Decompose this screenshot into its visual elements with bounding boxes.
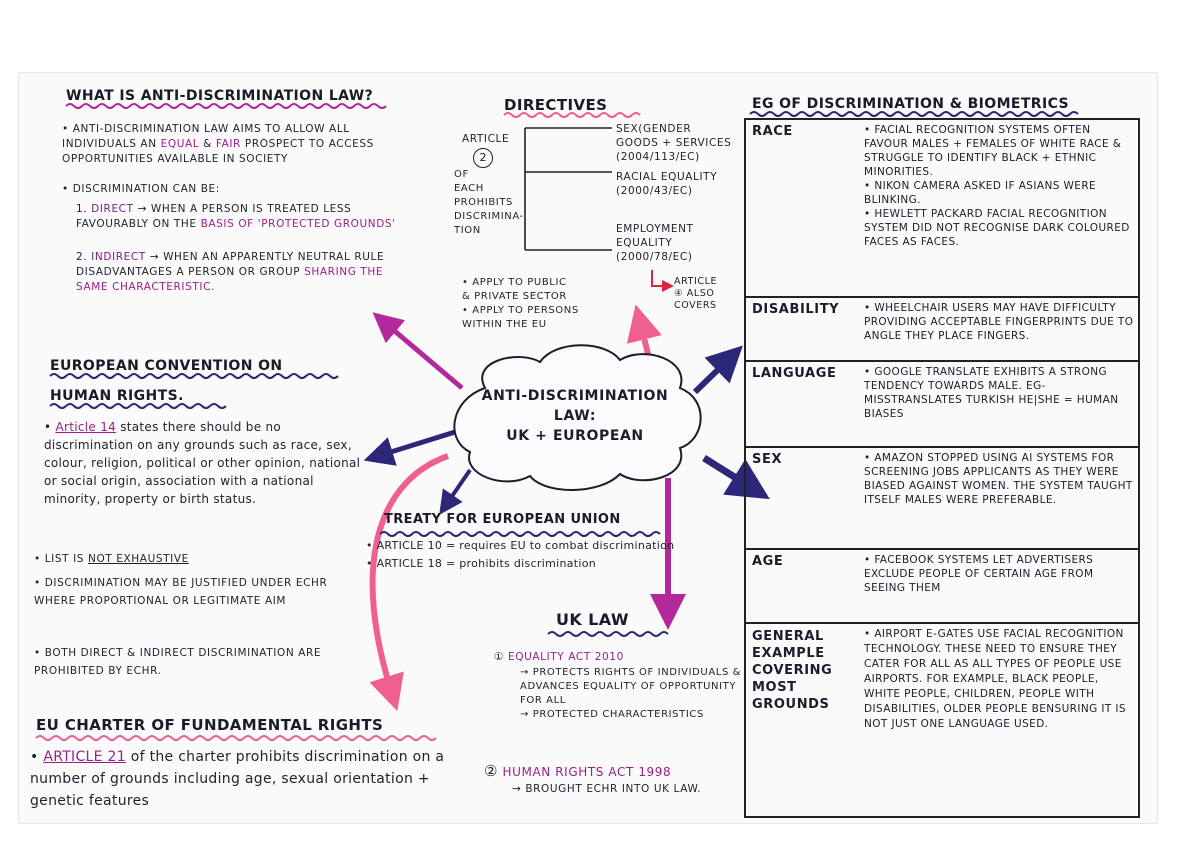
equality-act: ① EQUALITY ACT 2010 [494,650,764,665]
both-prohibited: • Both DIRECT & INDIRECT DISCRIMINATION … [34,647,322,677]
category-text: • WHEELCHAIR USERS MAY HAVE DIFFICULTY P… [864,302,1134,342]
treaty-title: TREATY FOR EUROPEAN UNION [384,512,621,527]
row-age: AGE • FACEBOOK SYSTEMS LET ADVERTISERS E… [744,548,1140,622]
direct-num: 1. [76,203,88,215]
directive-employment: EMPLOYMENT EQUALITY (2000/78/EC) [616,223,694,263]
treaty-article-18: • ARTICLE 18 = prohibits discrimination [366,557,597,570]
hra-text: → BROUGHT ECHR INTO UK LAW. [512,783,702,795]
biometrics-examples-table: RACE • FACIAL RECOGNITION SYSTEMS OFTEN … [744,118,1140,820]
article-number-circle: 2 [473,148,493,168]
directive-bracket [524,127,612,251]
definition-text-b: PROSPECT TO ACCESS OPPORTUNITIES AVAILAB… [62,138,374,165]
direct-discrimination: 1. DIRECT → WHEN A PERSON IS TREATED LES… [76,202,396,232]
category-text: • FACIAL RECOGNITION SYSTEMS OFTEN FAVOU… [864,124,1130,248]
category-text: • AIRPORT E-GATES USE FACIAL RECOGNITION… [864,628,1126,730]
category-text: • AMAZON STOPPED USING AI SYSTEMS FOR SC… [864,452,1133,506]
directives-title: DIRECTIVES [504,96,608,114]
indirect-text: → WHEN AN APPARENTLY NEUTRAL RULE DISADV… [76,251,385,278]
article-4-note: ARTICLE ④ ALSO COVERS [674,276,718,311]
both-prohibited-text: Both DIRECT & INDIRECT DISCRIMINATION AR… [34,647,322,677]
fair-word: FAIR [215,138,241,150]
sharing-characteristic: SHARING THE SAME CHARACTERISTIC. [76,266,384,293]
list-not-exhaustive: • LIST IS NOT EXHAUSTIVE [34,553,189,565]
article-14-text: states there should be no discrimination… [44,420,361,506]
category-text: • FACEBOOK SYSTEMS LET ADVERTISERS EXCLU… [864,554,1094,594]
direct-label: DIRECT [91,203,134,215]
arrow-to-echr [363,429,456,466]
category-label: DISABILITY [752,302,840,317]
arrow-to-definition [372,312,464,390]
row-race: RACE • FACIAL RECOGNITION SYSTEMS OFTEN … [744,118,1140,296]
indirect-num: 2. [76,251,88,263]
charter-title: EU CHARTER OF FUNDAMENTAL RIGHTS [36,716,384,734]
definition-text-a: ANTI-DISCRIMINATION LAW AIMS TO ALLOW AL… [62,123,350,150]
article-label: ARTICLE [462,133,510,145]
row-sex: SEX • AMAZON STOPPED USING AI SYSTEMS FO… [744,446,1140,548]
not-exhaustive: NOT EXHAUSTIVE [88,553,189,565]
directive-scope-notes: • APPLY TO PUBLIC & PRIVATE SECTOR • APP… [462,277,579,330]
article-4-arrow [651,270,674,292]
equality-act-text: → PROTECTS RIGHTS OF INDIVIDUALS & ADVAN… [520,667,742,720]
category-label: LANGUAGE [752,366,837,381]
charter-article-21: • ARTICLE 21 of the charter prohibits di… [30,749,445,809]
list-is: LIST IS [44,553,88,565]
article-14-label: Article 14 [55,420,117,434]
central-topic: ANTI-DISCRIMINATION LAW: UK + EUROPEAN [481,388,669,444]
examples-title: EG OF DISCRIMINATION & BIOMETRICS [752,96,1070,112]
echr-title-line2: HUMAN RIGHTS. [50,388,184,404]
discrimination-can-be-text: DISCRIMINATION CAN BE: [72,183,220,195]
row-language: LANGUAGE • GOOGLE TRANSLATE EXHIBITS A S… [744,360,1140,446]
justification-text: DISCRIMINATION MAY BE JUSTIFIED UNDER EC… [34,577,328,607]
equality-act-label: EQUALITY ACT 2010 [507,651,624,663]
row-disability: DISABILITY • WHEELCHAIR USERS MAY HAVE D… [744,296,1140,360]
category-label: RACE [752,124,793,139]
article-21-text: of the charter prohibits discrimination … [30,749,445,809]
category-label: GENERAL EXAMPLE COVERING MOST GROUNDS [752,629,833,712]
article-rest: OF EACH PROHIBITS DISCRIMINA- TION [454,169,524,236]
row-general: GENERAL EXAMPLE COVERING MOST GROUNDS • … [744,622,1140,818]
definition-title: WHAT IS ANTI-DISCRIMINATION LAW? [66,88,374,104]
definition-paragraph: • ANTI-DISCRIMINATION LAW AIMS TO ALLOW … [62,123,374,165]
uk-law-title: UK LAW [556,610,629,629]
echr-article-14: • Article 14 states there should be no d… [44,420,361,506]
arrow-to-treaty [439,468,472,515]
arrow-to-charter [369,453,450,712]
article-21-label: ARTICLE 21 [43,749,126,765]
directive-sex: SEX(GENDER GOODS + SERVICES (2004/113/EC… [616,123,732,163]
echr-title-line1: EUROPEAN CONVENTION ON [50,358,283,374]
category-text: • GOOGLE TRANSLATE EXHIBITS A STRONG TEN… [864,366,1119,420]
discrimination-can-be: • DISCRIMINATION CAN BE: [62,183,220,195]
category-label: AGE [752,554,784,569]
category-label: SEX [752,452,783,467]
direct-text: → WHEN A PERSON IS TREATED LESS FAVOURAB… [76,203,352,230]
arrow-to-examples-upper [692,345,743,395]
central-cloud [453,344,702,491]
num-2: ② [484,762,499,780]
protected-grounds: BASIS OF 'PROTECTED GROUNDS' [200,218,396,230]
num-1: ① [494,651,505,663]
amp: & [199,138,216,150]
equal-word: EQUAL [160,138,200,150]
hra-label: HUMAN RIGHTS ACT 1998 [502,765,672,779]
indirect-label: INDIRECT [91,251,146,263]
justification-note: • DISCRIMINATION MAY BE JUSTIFIED UNDER … [34,577,328,607]
human-rights-act: ② HUMAN RIGHTS ACT 1998 [484,764,754,780]
directive-race: RACIAL EQUALITY (2000/43/EC) [616,171,718,197]
treaty-article-10: • ARTICLE 10 = requires EU to combat dis… [366,539,675,552]
indirect-discrimination: 2. INDIRECT → WHEN AN APPARENTLY NEUTRAL… [76,250,406,295]
